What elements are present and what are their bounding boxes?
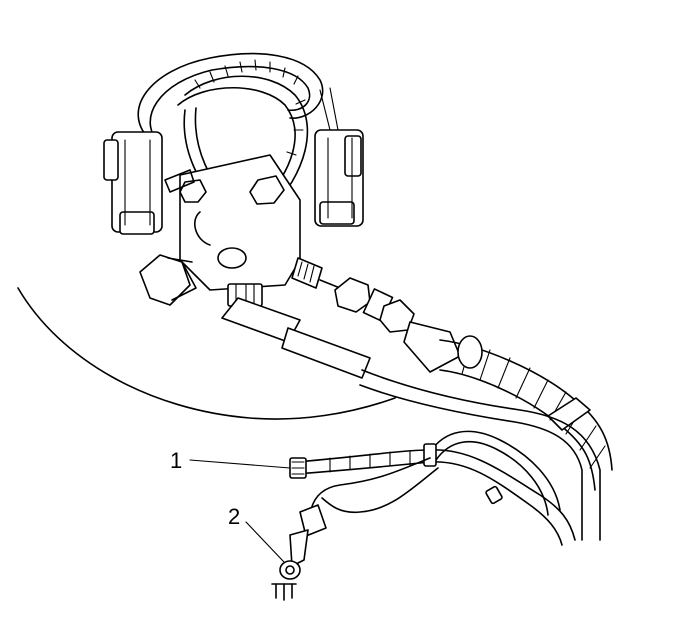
left-fuel-fitting <box>139 254 197 306</box>
sending-unit-tube <box>221 297 601 541</box>
tank-outline-arc <box>17 287 396 420</box>
fuel-line-fitting <box>334 277 461 373</box>
right-electrical-connector <box>314 87 364 227</box>
left-electrical-connector <box>103 131 163 235</box>
callout-1-label: 1 <box>170 448 182 473</box>
callout-2-leader <box>245 521 285 563</box>
corrugated-fuel-hose <box>439 335 613 491</box>
callout-1-leader <box>189 459 291 469</box>
fuel-pump-body <box>164 154 301 291</box>
callout-2-label: 2 <box>228 504 240 529</box>
right-fuel-fitting <box>291 257 346 291</box>
ground-ring-terminal <box>279 504 327 580</box>
ground-wire-harness <box>289 430 576 546</box>
ground-symbol <box>271 583 297 601</box>
coiled-harness <box>137 52 324 235</box>
